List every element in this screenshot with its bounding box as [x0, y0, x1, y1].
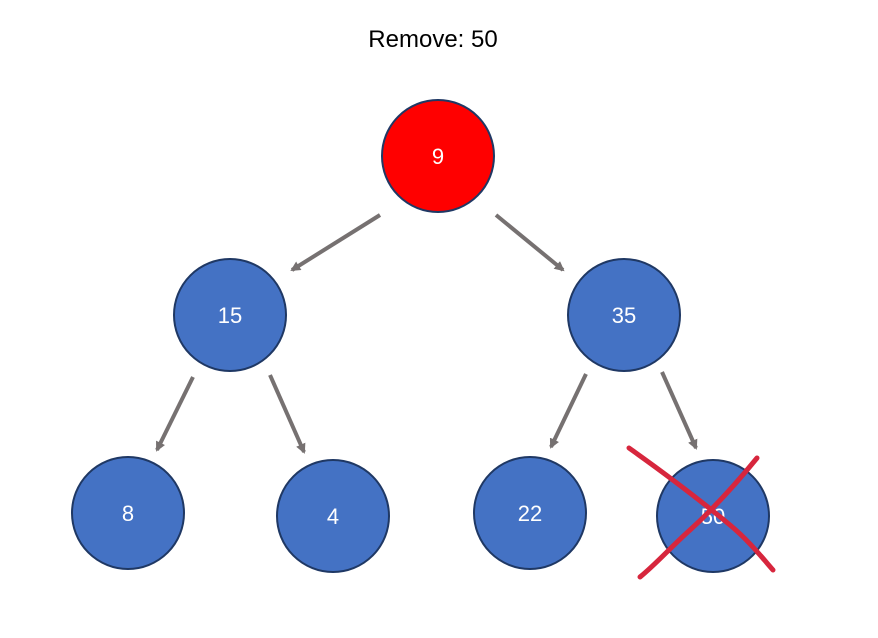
tree-node-level2-2: 4	[276, 459, 390, 573]
edge-35-to-22	[549, 373, 588, 449]
edge-9-to-35	[494, 213, 565, 272]
node-value: 22	[518, 501, 542, 526]
tree-node-root: 9	[381, 99, 495, 213]
node-value: 15	[218, 303, 242, 328]
edge-15-to-4	[268, 374, 306, 454]
edge-9-to-15	[290, 213, 382, 272]
tree-node-level1-left: 15	[173, 258, 287, 372]
node-value: 4	[327, 504, 339, 529]
tree-node-level1-right: 35	[567, 258, 681, 372]
edge-15-to-8	[155, 376, 195, 452]
tree-node-level2-1: 8	[71, 456, 185, 570]
diagram-title: Remove: 50	[368, 26, 498, 53]
cross-icon	[626, 445, 776, 580]
tree-node-level2-4-removed: 50	[656, 459, 770, 573]
tree-node-level2-3: 22	[473, 456, 587, 570]
node-value: 35	[612, 303, 636, 328]
node-value: 9	[432, 144, 444, 169]
edge-35-to-50	[660, 371, 698, 450]
node-value: 8	[122, 501, 134, 526]
